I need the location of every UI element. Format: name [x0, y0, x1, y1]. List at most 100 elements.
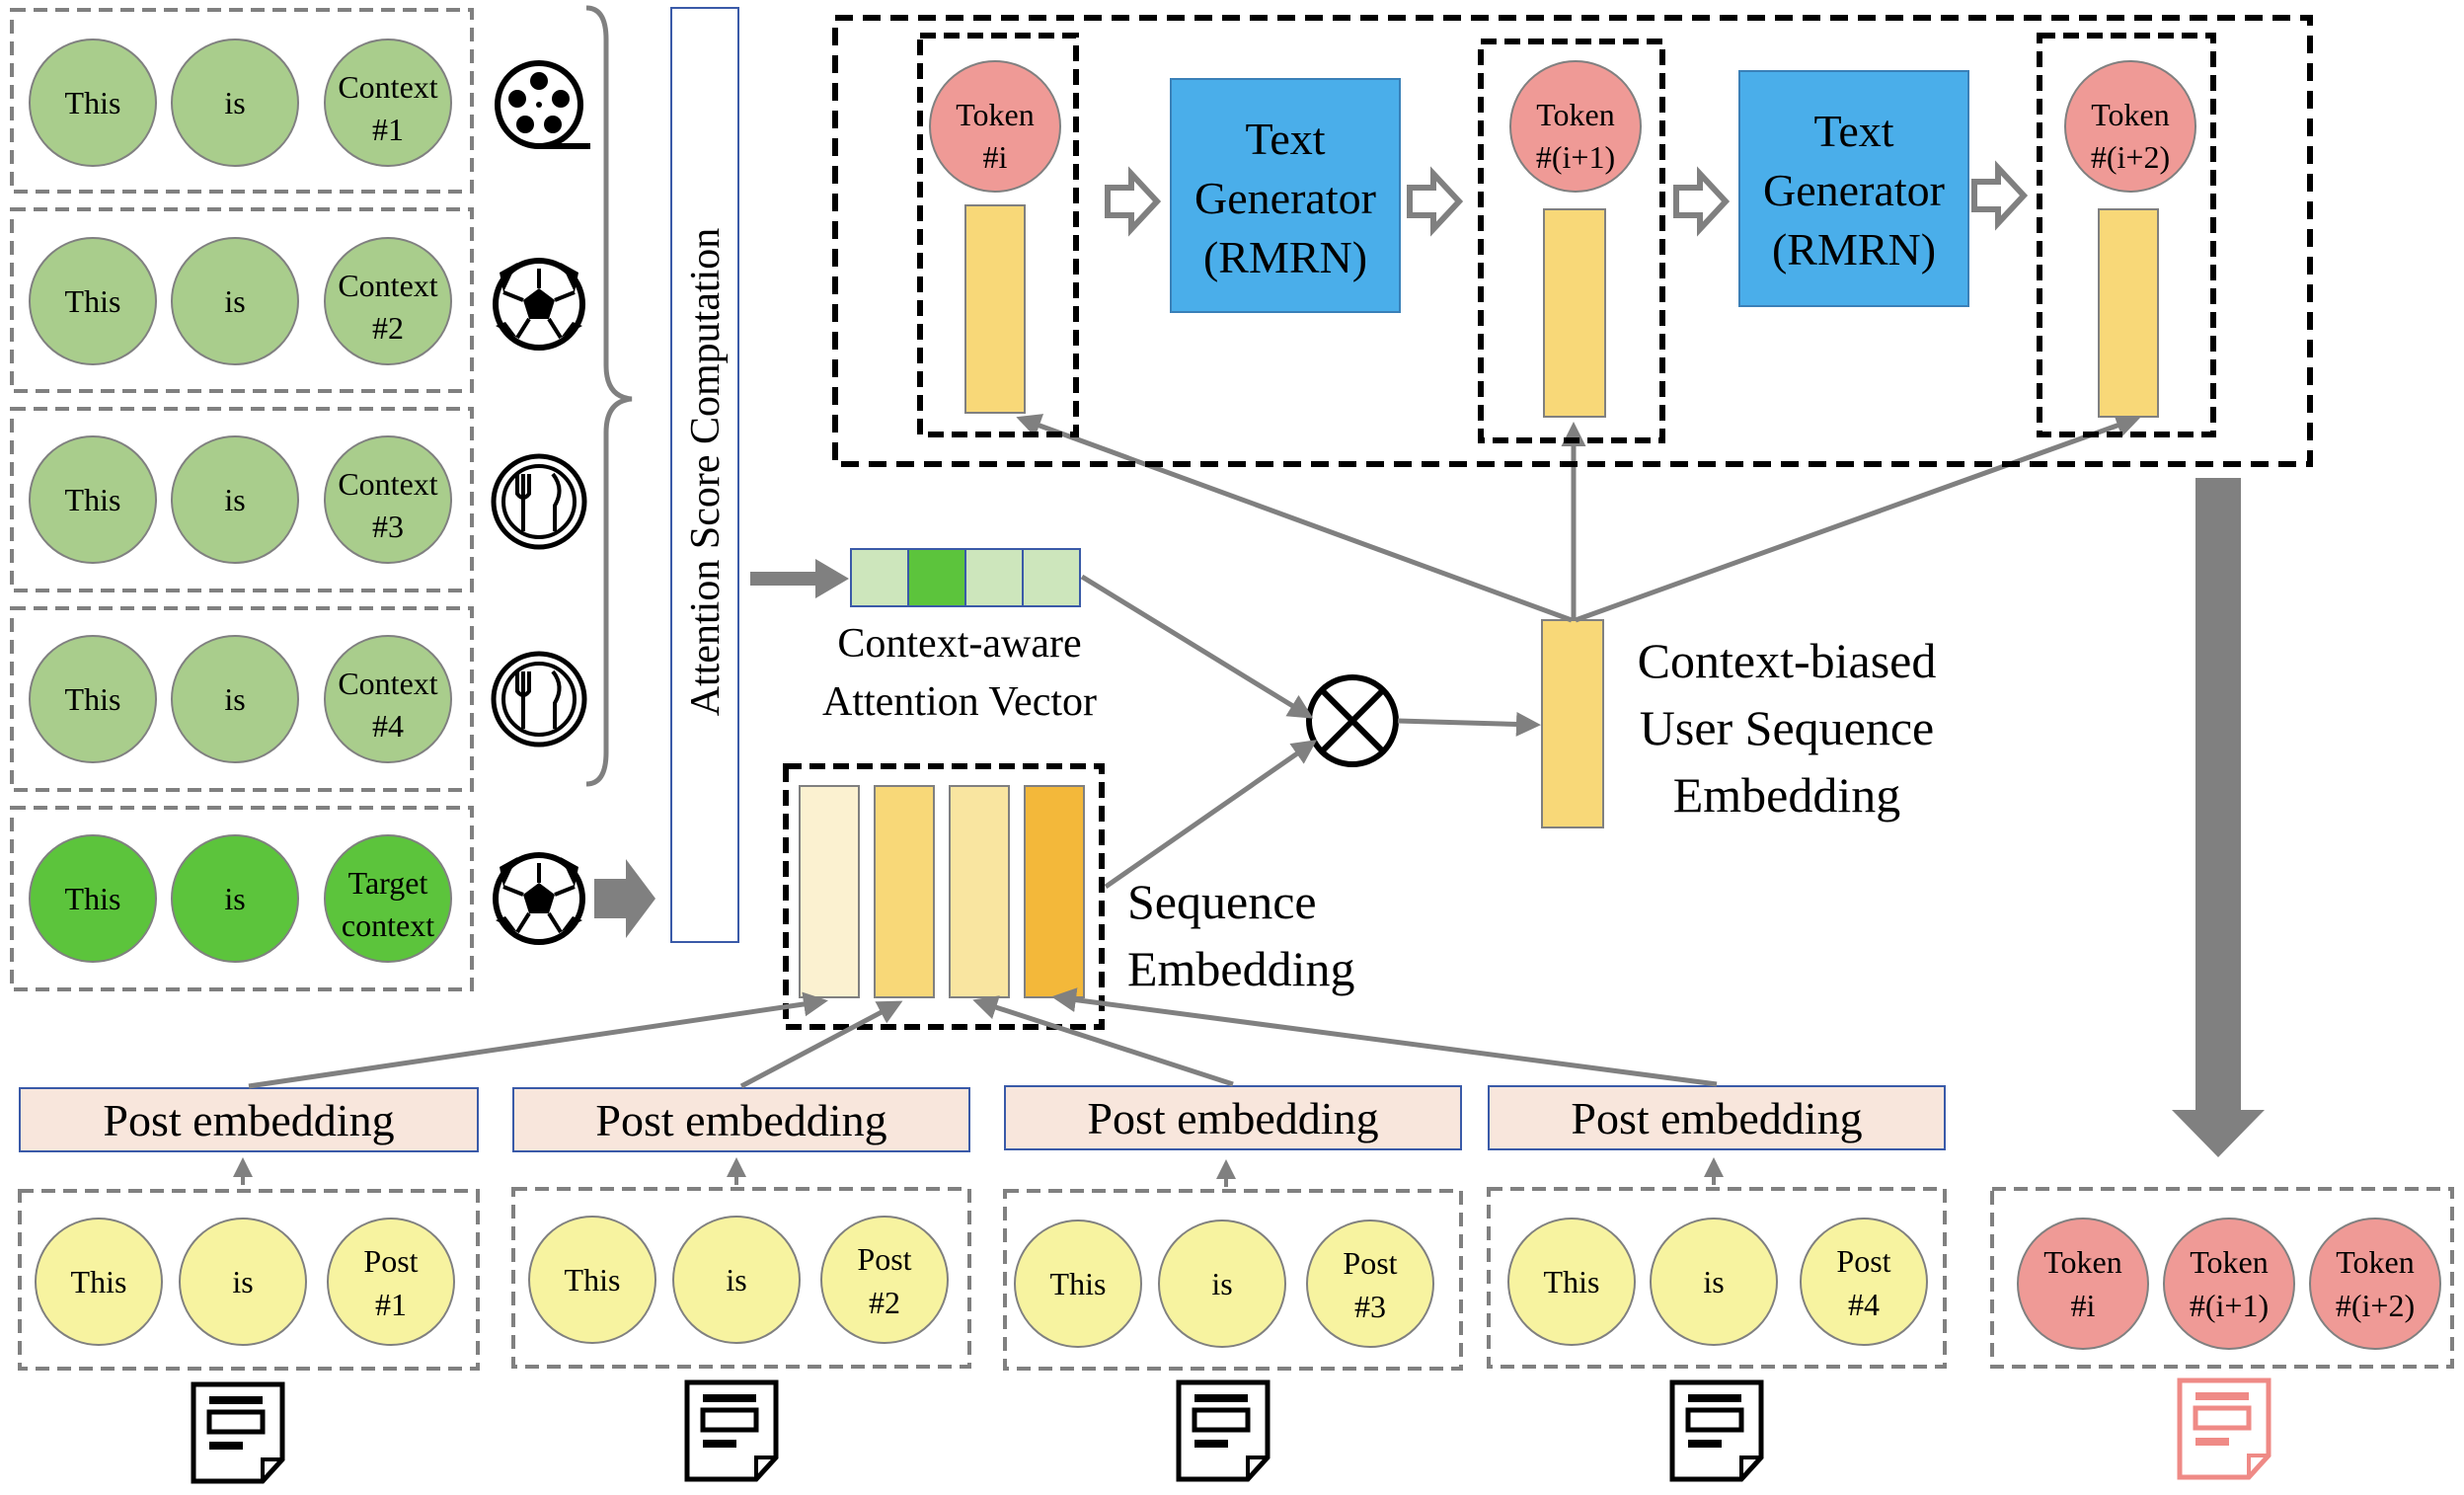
text-generator-label: (RMRN) [1772, 224, 1936, 275]
document-icon [1176, 1379, 1270, 1482]
post-token-row-box [511, 1187, 971, 1369]
context-token-circle [171, 237, 299, 365]
flow-arrow-outline [1673, 166, 1731, 237]
context-biased-embedding-bar [1541, 619, 1604, 828]
context-token-label: #4 [372, 708, 404, 744]
attention-vector-cell [1022, 548, 1081, 607]
output-token-label: #(i+2) [2336, 1288, 2415, 1323]
biased-to-token-i2-arrow [1575, 413, 2141, 623]
output-token-label: #i [2071, 1288, 2096, 1323]
output-token-circle [2309, 1218, 2441, 1350]
context-token-label: is [224, 681, 245, 717]
context-token-label: Context [338, 69, 437, 105]
sequence-embedding-label: Embedding [1127, 941, 1355, 996]
post-embedding-box [19, 1087, 479, 1152]
target-context-row-box [10, 806, 474, 991]
context-token-circle [324, 237, 452, 365]
text-generator-label: Generator [1194, 173, 1376, 223]
generator-outer-box [832, 15, 2313, 467]
context-row-3-box [10, 407, 474, 592]
biased-to-token-i-arrow [1016, 414, 1573, 623]
soccer-ball-icon [493, 258, 585, 351]
token-circle [2064, 60, 2196, 193]
context-row-4: This is Context #4 [10, 606, 474, 792]
post-embedding-label: Post embedding [1571, 1093, 1862, 1143]
text-generator-label: Text [1245, 114, 1325, 164]
post-1-to-sequence-arrow [248, 991, 828, 1089]
output-token-circle [2017, 1218, 2149, 1350]
post-token-label: Post [857, 1241, 911, 1277]
post-embedding-label: Post embedding [1087, 1093, 1378, 1143]
text-generator-box [1738, 70, 1969, 307]
sequence-embedding-bar [874, 785, 935, 998]
context-token-label: is [224, 283, 245, 319]
post-token-label: Post [363, 1243, 418, 1279]
output-tokens: Token #i Token #(i+1) Token #(i+2) [1990, 1187, 2454, 1480]
text-generator-label: Generator [1763, 165, 1945, 215]
context-row-2-box [10, 207, 474, 393]
token-group-box [2037, 33, 2216, 437]
sequence-embedding-bar [1024, 785, 1085, 998]
token-circle [1509, 60, 1642, 193]
context-row-2: This is Context #2 [10, 207, 474, 393]
target-context-row: This is Target context [10, 806, 474, 991]
context-token-circle [29, 237, 157, 365]
context-row-1: This is Context #1 [10, 8, 474, 194]
multiply-operator-icon [1306, 674, 1399, 767]
post-token-label: is [232, 1264, 253, 1299]
context-token-label: #2 [372, 310, 404, 346]
post-token-circle [672, 1216, 801, 1344]
target-token-circle [29, 834, 157, 963]
multiply-to-biased-arrow [1397, 711, 1541, 737]
context-token-label: #3 [372, 509, 404, 544]
context-token-label: is [224, 85, 245, 120]
post-embedding-box [512, 1087, 970, 1152]
target-to-attention-arrow [594, 859, 655, 938]
document-icon [684, 1379, 779, 1482]
token-group-box [1478, 39, 1665, 443]
film-reel-icon [495, 60, 590, 149]
fork-knife-plate-icon [491, 651, 587, 748]
attention-vector-label: Attention Vector [822, 679, 1097, 725]
target-token-label: is [224, 881, 245, 916]
token-circle [929, 60, 1061, 193]
post-token-circle [1507, 1218, 1636, 1346]
output-token-label: Token [2190, 1244, 2269, 1280]
context-token-label: Context [338, 466, 437, 502]
post-token-label: #4 [1848, 1287, 1880, 1322]
post-token-label: This [1050, 1266, 1107, 1301]
output-token-circle [2163, 1218, 2295, 1350]
token-embedding-bar [2098, 208, 2159, 418]
attention-vector-label: Context-aware [837, 621, 1081, 667]
token-label: #(i+1) [1536, 139, 1615, 175]
output-arrow-head [2172, 1110, 2265, 1157]
post-token-label: #1 [375, 1287, 407, 1322]
token-embedding-bar [964, 204, 1026, 414]
token-label: #(i+2) [2091, 139, 2170, 175]
sequence-embedding-bar [799, 785, 860, 998]
target-token-circle [324, 834, 452, 963]
output-token-label: Token [2336, 1244, 2415, 1280]
attention-vector-cell [850, 548, 909, 607]
token-label: Token [956, 97, 1035, 132]
target-token-label: Target [348, 865, 428, 901]
attention-vector-cell [907, 548, 966, 607]
post-token-circle [528, 1216, 656, 1344]
context-token-circle [171, 635, 299, 763]
attention-score-label: Attention Score Computation [683, 228, 729, 717]
post-token-circle [35, 1218, 163, 1346]
attention-vector [850, 548, 1081, 607]
token-label: Token [1536, 97, 1615, 132]
target-token-circle [171, 834, 299, 963]
attention-score-box [670, 7, 739, 943]
context-token-label: This [65, 482, 121, 517]
post-token-label: This [1544, 1264, 1600, 1299]
context-token-circle [324, 39, 452, 167]
sequence-embedding-label: Sequence [1127, 874, 1317, 929]
token-label: #i [983, 139, 1008, 175]
context-token-circle [29, 39, 157, 167]
post-token-circle [820, 1216, 949, 1344]
context-token-label: #1 [372, 112, 404, 147]
post-token-row-box [18, 1189, 480, 1371]
grouping-brace [585, 5, 633, 787]
